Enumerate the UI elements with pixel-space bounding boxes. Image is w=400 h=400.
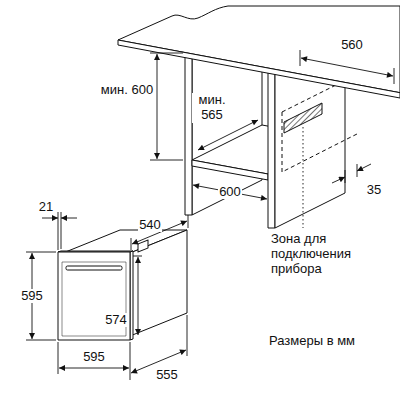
dimension-label: 595 xyxy=(82,350,106,365)
shelf-edge xyxy=(192,160,268,180)
dimension-label: 35 xyxy=(366,183,382,198)
extension-line xyxy=(187,315,188,356)
extension-line xyxy=(26,340,56,341)
side-panel-edge xyxy=(268,73,275,228)
dimension-label: мин. 565 xyxy=(192,93,232,123)
oven-handle xyxy=(66,266,122,270)
dimension-line xyxy=(157,54,158,159)
dimension-label: 595 xyxy=(20,289,44,304)
extension-line xyxy=(58,342,59,374)
dimension-label: мин. 600 xyxy=(100,83,154,98)
dimension-line xyxy=(61,218,77,219)
extension-line xyxy=(130,342,131,380)
dimension-line xyxy=(59,368,129,369)
dimension-label: 560 xyxy=(340,38,364,53)
leader-line xyxy=(303,127,304,228)
dimension-line xyxy=(332,177,345,183)
extension-line xyxy=(131,238,132,250)
mounting-bracket xyxy=(138,240,148,252)
dimension-line xyxy=(357,164,371,171)
extension-line xyxy=(133,256,142,257)
dimension-label: 574 xyxy=(104,313,128,328)
dimension-label: 21 xyxy=(38,200,54,215)
front-panel xyxy=(58,252,130,340)
dimension-line xyxy=(301,58,393,76)
extension-line xyxy=(150,53,183,54)
dimension-label: 540 xyxy=(138,218,162,233)
dimension-line xyxy=(138,257,139,335)
dimension-line xyxy=(42,218,58,219)
extension-line xyxy=(300,50,301,66)
side-panel-edge xyxy=(185,57,192,215)
extension-line xyxy=(150,160,183,161)
dimension-line xyxy=(193,185,267,199)
dimension-label: 600 xyxy=(218,185,242,200)
extension-line xyxy=(188,215,189,228)
hidden-outline xyxy=(282,83,357,172)
oven-body xyxy=(130,230,187,336)
dimension-label: 555 xyxy=(155,368,179,383)
units-note: Размеры в мм xyxy=(268,334,356,349)
zone-note: Зона для подключения прибора xyxy=(270,232,364,277)
extension-line xyxy=(26,252,56,253)
extension-line xyxy=(345,170,346,183)
extension-line xyxy=(394,68,395,84)
dimension-line xyxy=(198,120,258,150)
